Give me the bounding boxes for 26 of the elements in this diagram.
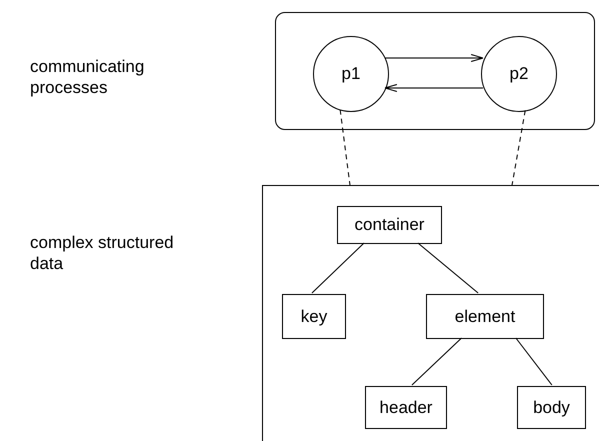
tree-node-box xyxy=(365,386,447,429)
data-panel xyxy=(262,185,599,441)
dashed-connector xyxy=(340,109,350,186)
dashed-connector xyxy=(512,110,526,186)
process-circle xyxy=(481,36,557,112)
tree-node-box xyxy=(337,206,442,244)
tree-node-box xyxy=(426,294,544,339)
node-label: container xyxy=(354,215,424,235)
arrow xyxy=(384,54,484,62)
tree-line xyxy=(311,242,365,294)
node-label: p2 xyxy=(510,64,528,84)
node-label: key xyxy=(300,306,328,326)
arrow xyxy=(384,84,484,92)
tree-line xyxy=(515,338,552,386)
side-label: complex structured data xyxy=(30,232,175,274)
process-circle xyxy=(313,36,389,112)
process-group-box xyxy=(275,12,595,130)
tree-line xyxy=(417,242,479,294)
tree-line xyxy=(411,338,462,386)
node-label: element xyxy=(454,306,516,326)
node-label: header xyxy=(380,398,432,418)
side-label: communicating processes xyxy=(30,56,146,98)
node-label: p1 xyxy=(342,64,360,84)
tree-node-box xyxy=(517,386,586,429)
tree-node-box xyxy=(282,294,346,339)
node-label: body xyxy=(533,398,570,418)
